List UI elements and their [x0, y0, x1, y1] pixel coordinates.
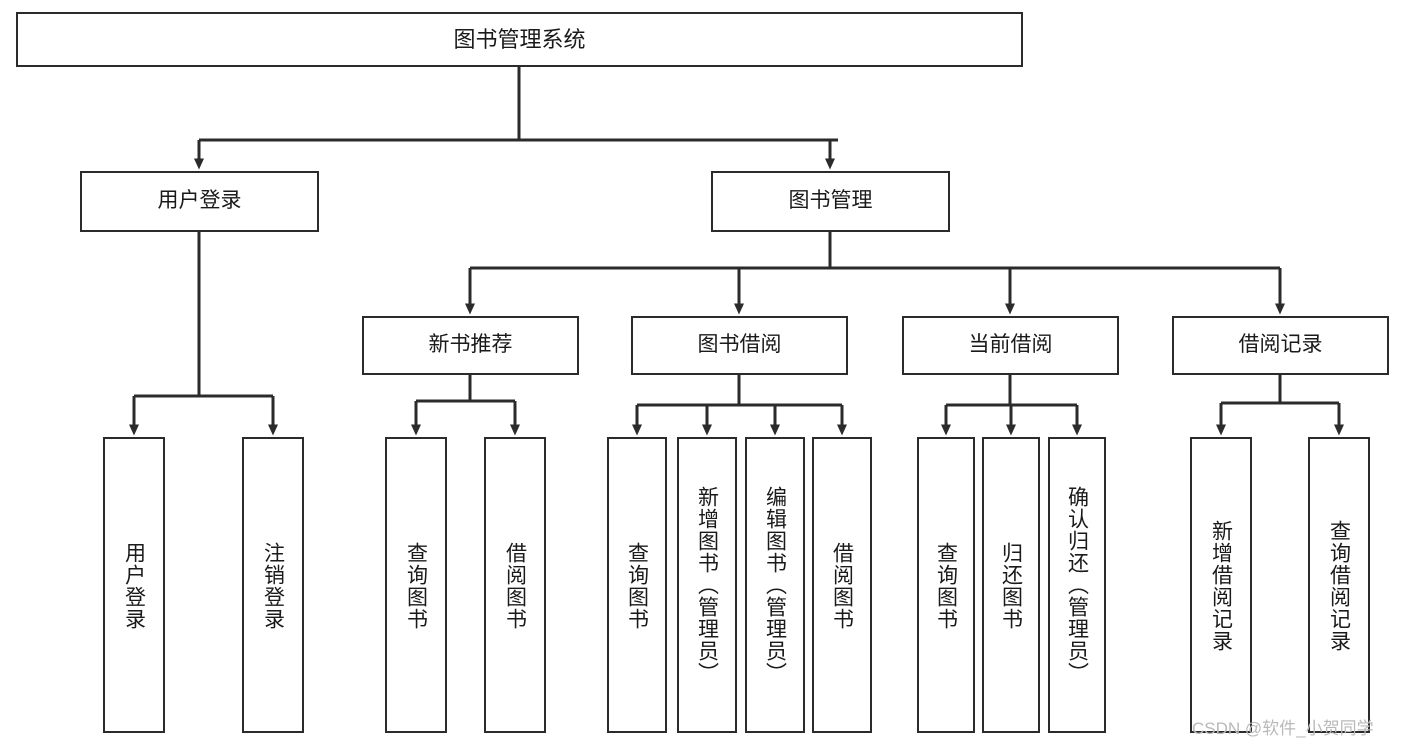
- node-new-book-recommend-label: 新书推荐: [428, 333, 513, 357]
- leaf-query-books-current-label: 查询图书: [934, 542, 958, 630]
- node-borrow-records[interactable]: 借阅记录: [1172, 316, 1389, 375]
- node-user-login-label: 用户登录: [157, 189, 242, 213]
- leaf-borrow-books-new-label: 借阅图书: [503, 542, 527, 630]
- leaf-borrow-books-new[interactable]: 借阅图书: [484, 437, 546, 733]
- leaf-query-books-current[interactable]: 查询图书: [917, 437, 975, 733]
- leaf-borrow-book-label: 借阅图书: [830, 542, 854, 630]
- leaf-query-books-new-label: 查询图书: [404, 542, 428, 630]
- leaf-confirm-return-admin[interactable]: 确认归还（管理员）: [1048, 437, 1106, 733]
- leaf-edit-book-admin[interactable]: 编辑图书（管理员）: [745, 437, 805, 733]
- csdn-watermark: CSDN @软件_小贺同学: [1192, 719, 1374, 738]
- node-root-label: 图书管理系统: [453, 26, 586, 52]
- leaf-return-book[interactable]: 归还图书: [982, 437, 1040, 733]
- node-book-management-label: 图书管理: [788, 189, 873, 213]
- node-borrow-records-label: 借阅记录: [1238, 333, 1323, 357]
- leaf-user-login-label: 用户登录: [122, 542, 146, 630]
- leaf-add-borrow-record-label: 新增借阅记录: [1209, 520, 1233, 652]
- node-root-system[interactable]: 图书管理系统: [16, 12, 1023, 67]
- node-book-borrow[interactable]: 图书借阅: [631, 316, 848, 375]
- node-book-borrow-label: 图书借阅: [697, 333, 782, 357]
- leaf-add-book-admin[interactable]: 新增图书（管理员）: [677, 437, 737, 733]
- leaf-query-books-borrow[interactable]: 查询图书: [607, 437, 667, 733]
- node-current-borrow-label: 当前借阅: [968, 333, 1053, 357]
- leaf-query-books-borrow-label: 查询图书: [625, 542, 649, 630]
- leaf-user-login[interactable]: 用户登录: [103, 437, 165, 733]
- leaf-query-borrow-record-label: 查询借阅记录: [1327, 520, 1351, 652]
- leaf-logout[interactable]: 注销登录: [242, 437, 304, 733]
- node-current-borrow[interactable]: 当前借阅: [902, 316, 1119, 375]
- node-book-management[interactable]: 图书管理: [711, 171, 950, 232]
- node-new-book-recommend[interactable]: 新书推荐: [362, 316, 579, 375]
- leaf-edit-book-admin-label: 编辑图书（管理员）: [763, 486, 787, 684]
- node-user-login[interactable]: 用户登录: [80, 171, 319, 232]
- leaf-add-book-admin-label: 新增图书（管理员）: [695, 486, 719, 684]
- leaf-confirm-return-admin-label: 确认归还（管理员）: [1065, 486, 1089, 684]
- leaf-return-book-label: 归还图书: [999, 542, 1023, 630]
- leaf-query-books-new[interactable]: 查询图书: [385, 437, 447, 733]
- leaf-add-borrow-record[interactable]: 新增借阅记录: [1190, 437, 1252, 733]
- leaf-borrow-book[interactable]: 借阅图书: [812, 437, 872, 733]
- leaf-query-borrow-record[interactable]: 查询借阅记录: [1308, 437, 1370, 733]
- leaf-logout-label: 注销登录: [261, 542, 285, 630]
